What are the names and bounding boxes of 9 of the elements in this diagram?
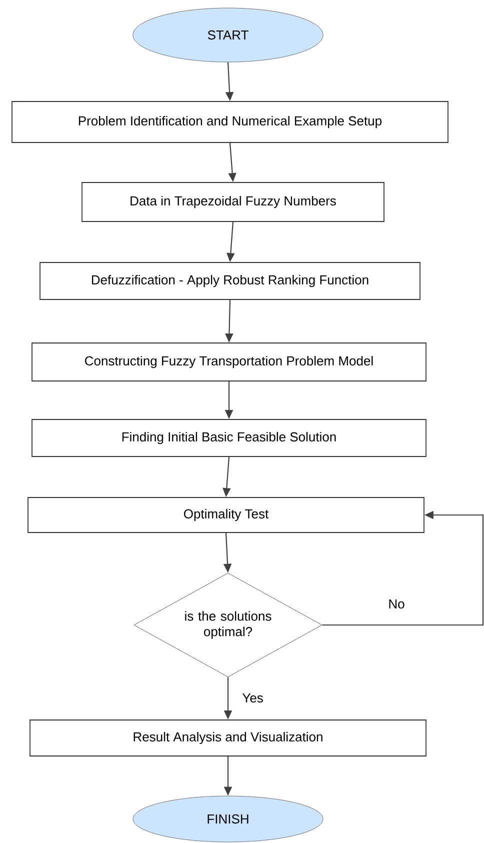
process-box: Data in Trapezoidal Fuzzy Numbers: [82, 182, 384, 222]
process-box: Finding Initial Basic Feasible Solution: [32, 419, 426, 457]
process-box: Constructing Fuzzy Transportation Problem Model: [32, 342, 426, 382]
edge-label: No: [387, 598, 406, 610]
process-box: Result Analysis and Visualization: [30, 720, 426, 756]
process-box: Optimality Test: [28, 497, 424, 533]
process-box: Defuzzification - Apply Robust Ranking Function: [40, 262, 420, 300]
process-box: Problem Identification and Numerical Example Setup: [12, 101, 448, 143]
edge-label: Yes: [241, 692, 264, 704]
